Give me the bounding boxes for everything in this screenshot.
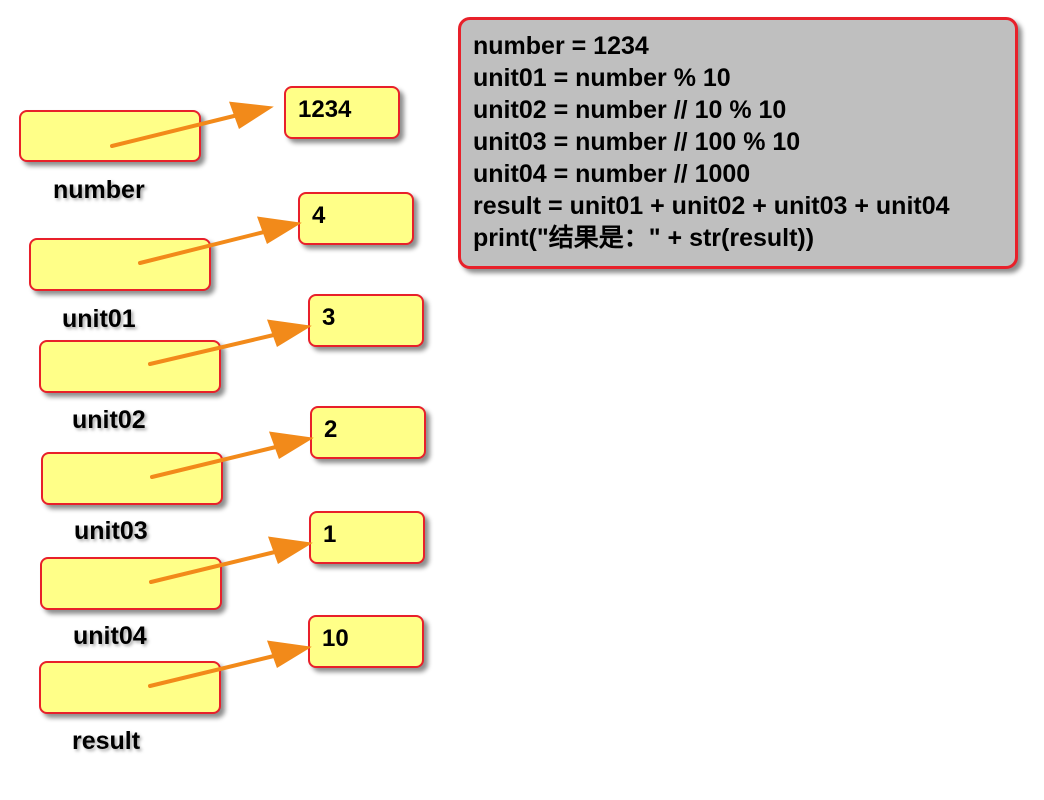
variable-label-unit02: unit02 <box>72 406 146 434</box>
code-line-2: unit01 = number % 10 <box>473 64 731 92</box>
arrow-unit03-head <box>268 431 314 459</box>
variable-label-result: result <box>72 727 141 755</box>
code-line-5: unit04 = number // 1000 <box>473 160 751 188</box>
code-line-3: unit02 = number // 10 % 10 <box>473 96 787 124</box>
value-box-result: 10 <box>308 615 424 668</box>
value-box-unit03: 2 <box>310 406 426 459</box>
arrow-number-head <box>229 101 274 130</box>
arrow-unit04-head <box>267 536 313 564</box>
code-line-7: print("结果是：" + str(result)) <box>473 224 815 252</box>
code-line-1: number = 1234 <box>473 32 649 60</box>
variable-box-result <box>39 661 221 714</box>
variable-label-number: number <box>53 176 145 204</box>
variable-label-unit01: unit01 <box>62 305 136 333</box>
variable-label-unit04: unit04 <box>73 622 147 650</box>
variable-label-unit03: unit03 <box>74 517 148 545</box>
code-listing: number = 1234 unit01 = number % 10 unit0… <box>458 17 1018 269</box>
value-box-unit04: 1 <box>309 511 425 564</box>
variable-box-unit04 <box>40 557 222 610</box>
arrow-unit01-head <box>256 216 302 244</box>
variable-box-unit03 <box>41 452 223 505</box>
value-box-number: 1234 <box>284 86 400 139</box>
variable-box-unit01 <box>29 238 211 291</box>
value-box-unit01: 4 <box>298 192 414 245</box>
arrow-unit02-head <box>266 319 312 347</box>
code-line-4: unit03 = number // 100 % 10 <box>473 128 801 156</box>
value-box-unit02: 3 <box>308 294 424 347</box>
variable-box-number <box>19 110 201 162</box>
variable-box-unit02 <box>39 340 221 393</box>
code-line-6: result = unit01 + unit02 + unit03 + unit… <box>473 192 950 220</box>
arrow-result-head <box>266 640 312 668</box>
